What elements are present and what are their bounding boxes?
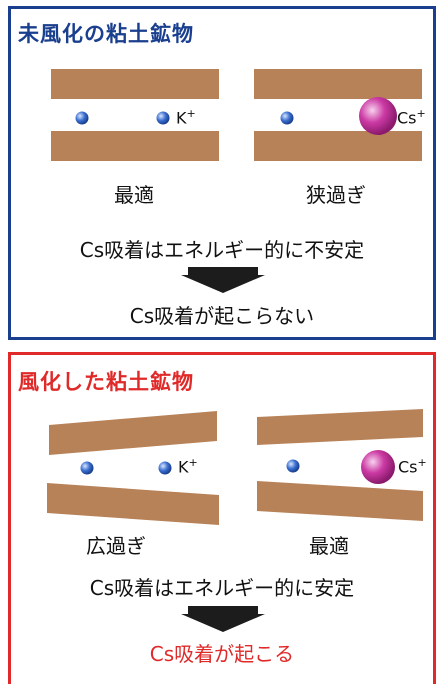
weathered-clay-panel: 風化した粘土鉱物 K+ Cs+ 広過ぎ 最適 Cs吸着はエネルギー — [8, 352, 436, 684]
clay-layer — [254, 69, 422, 99]
clay-layer — [257, 409, 423, 445]
down-arrow-icon — [181, 267, 265, 295]
caption-optimal: 最適 — [114, 183, 154, 207]
k-ion-sphere-icon — [280, 111, 294, 125]
energy-statement: Cs吸着はエネルギー的に安定 — [89, 576, 355, 600]
cs-ion-sphere-icon — [359, 97, 397, 135]
clay-layer — [47, 483, 219, 525]
clay-layer — [49, 411, 217, 455]
clay-layer — [51, 131, 219, 161]
clay-layer — [51, 69, 219, 99]
k-ion-sphere-icon — [158, 461, 172, 475]
unweathered-clay-diagram — [51, 69, 422, 161]
weathered-clay-diagram — [47, 409, 423, 525]
k-ion-sphere-icon — [75, 111, 89, 125]
k-ion-label: K+ — [176, 107, 196, 128]
result-text: Cs吸着が起こる — [149, 642, 295, 666]
cs-ion-label: Cs+ — [398, 456, 427, 477]
cs-ion-sphere-icon — [361, 450, 395, 484]
k-ion-sphere-icon — [286, 459, 300, 473]
caption-too-narrow: 狭過ぎ — [306, 183, 366, 207]
energy-statement: Cs吸着はエネルギー的に不安定 — [79, 238, 365, 262]
cs-ion-label: Cs+ — [397, 107, 426, 128]
caption-optimal: 最適 — [309, 534, 349, 558]
clay-layer — [254, 131, 422, 161]
clay-layer — [257, 481, 423, 521]
k-ion-label: K+ — [178, 456, 198, 477]
panel-title: 風化した粘土鉱物 — [18, 370, 194, 394]
unweathered-clay-panel: 未風化の粘土鉱物 K+ Cs+ 最適 狭過ぎ Cs吸着は — [8, 6, 436, 340]
result-text: Cs吸着が起こらない — [129, 304, 315, 328]
caption-too-wide: 広過ぎ — [86, 534, 146, 558]
panel-title: 未風化の粘土鉱物 — [18, 22, 194, 46]
down-arrow-icon — [181, 606, 265, 634]
k-ion-sphere-icon — [156, 111, 170, 125]
k-ion-sphere-icon — [80, 461, 94, 475]
